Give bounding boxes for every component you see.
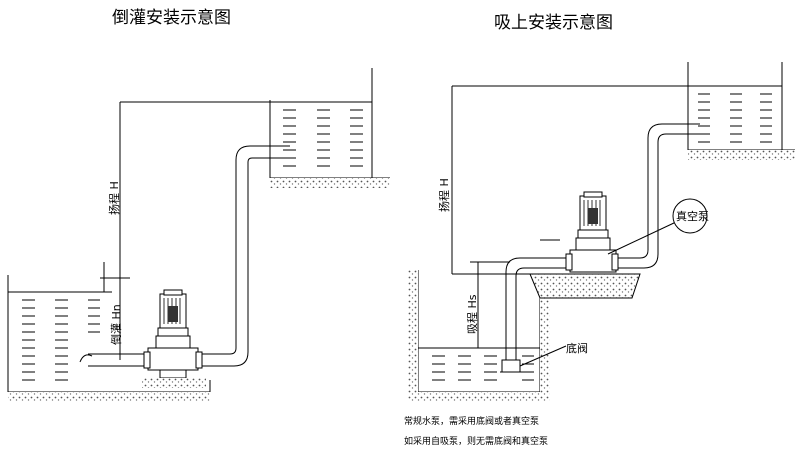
left-title: 倒灌安装示意图: [112, 8, 231, 28]
left-pump: [142, 289, 206, 388]
right-title: 吸上安装示意图: [494, 13, 613, 33]
right-upper-water-lines: [698, 93, 772, 143]
left-upper-ground: [270, 178, 390, 188]
right-suction-label: 吸程 Hs: [466, 294, 479, 334]
right-pump-platform: [529, 273, 641, 299]
left-inflow-label: 倒灌 Hn: [110, 304, 123, 345]
right-sump-wall-right: [540, 280, 550, 402]
left-head-label: 扬程 H: [107, 181, 121, 215]
note-2: 如采用自吸泵，则无需底阀和真空泵: [404, 435, 548, 447]
right-suction-pipe: [505, 257, 572, 360]
right-discharge-pipe: [612, 123, 700, 259]
left-lower-ground: [8, 392, 210, 402]
right-upper-tank: [452, 62, 795, 151]
right-sump-floor: [408, 392, 550, 402]
left-lower-water-lines: [22, 299, 100, 381]
vacuum-pump-icon: [672, 198, 708, 234]
right-sump-water-lines: [432, 355, 534, 381]
left-discharge-pipe: [198, 145, 290, 355]
left-upper-tank: [120, 68, 390, 179]
right-sump-wall-left: [408, 270, 418, 402]
left-upper-water-lines: [283, 109, 363, 167]
vacuum-pump-label: 真空泵: [676, 209, 709, 223]
note-1: 常规水泵，需采用底阀或者真空泵: [404, 415, 539, 427]
right-upper-ground: [688, 150, 795, 160]
foot-valve-label: 底阀: [566, 341, 588, 355]
vacuum-pump-line: [607, 221, 677, 255]
right-head-label: 扬程 H: [437, 178, 451, 212]
foot-valve: [501, 359, 521, 373]
right-pump: [540, 191, 619, 273]
right-sump: [417, 270, 541, 393]
